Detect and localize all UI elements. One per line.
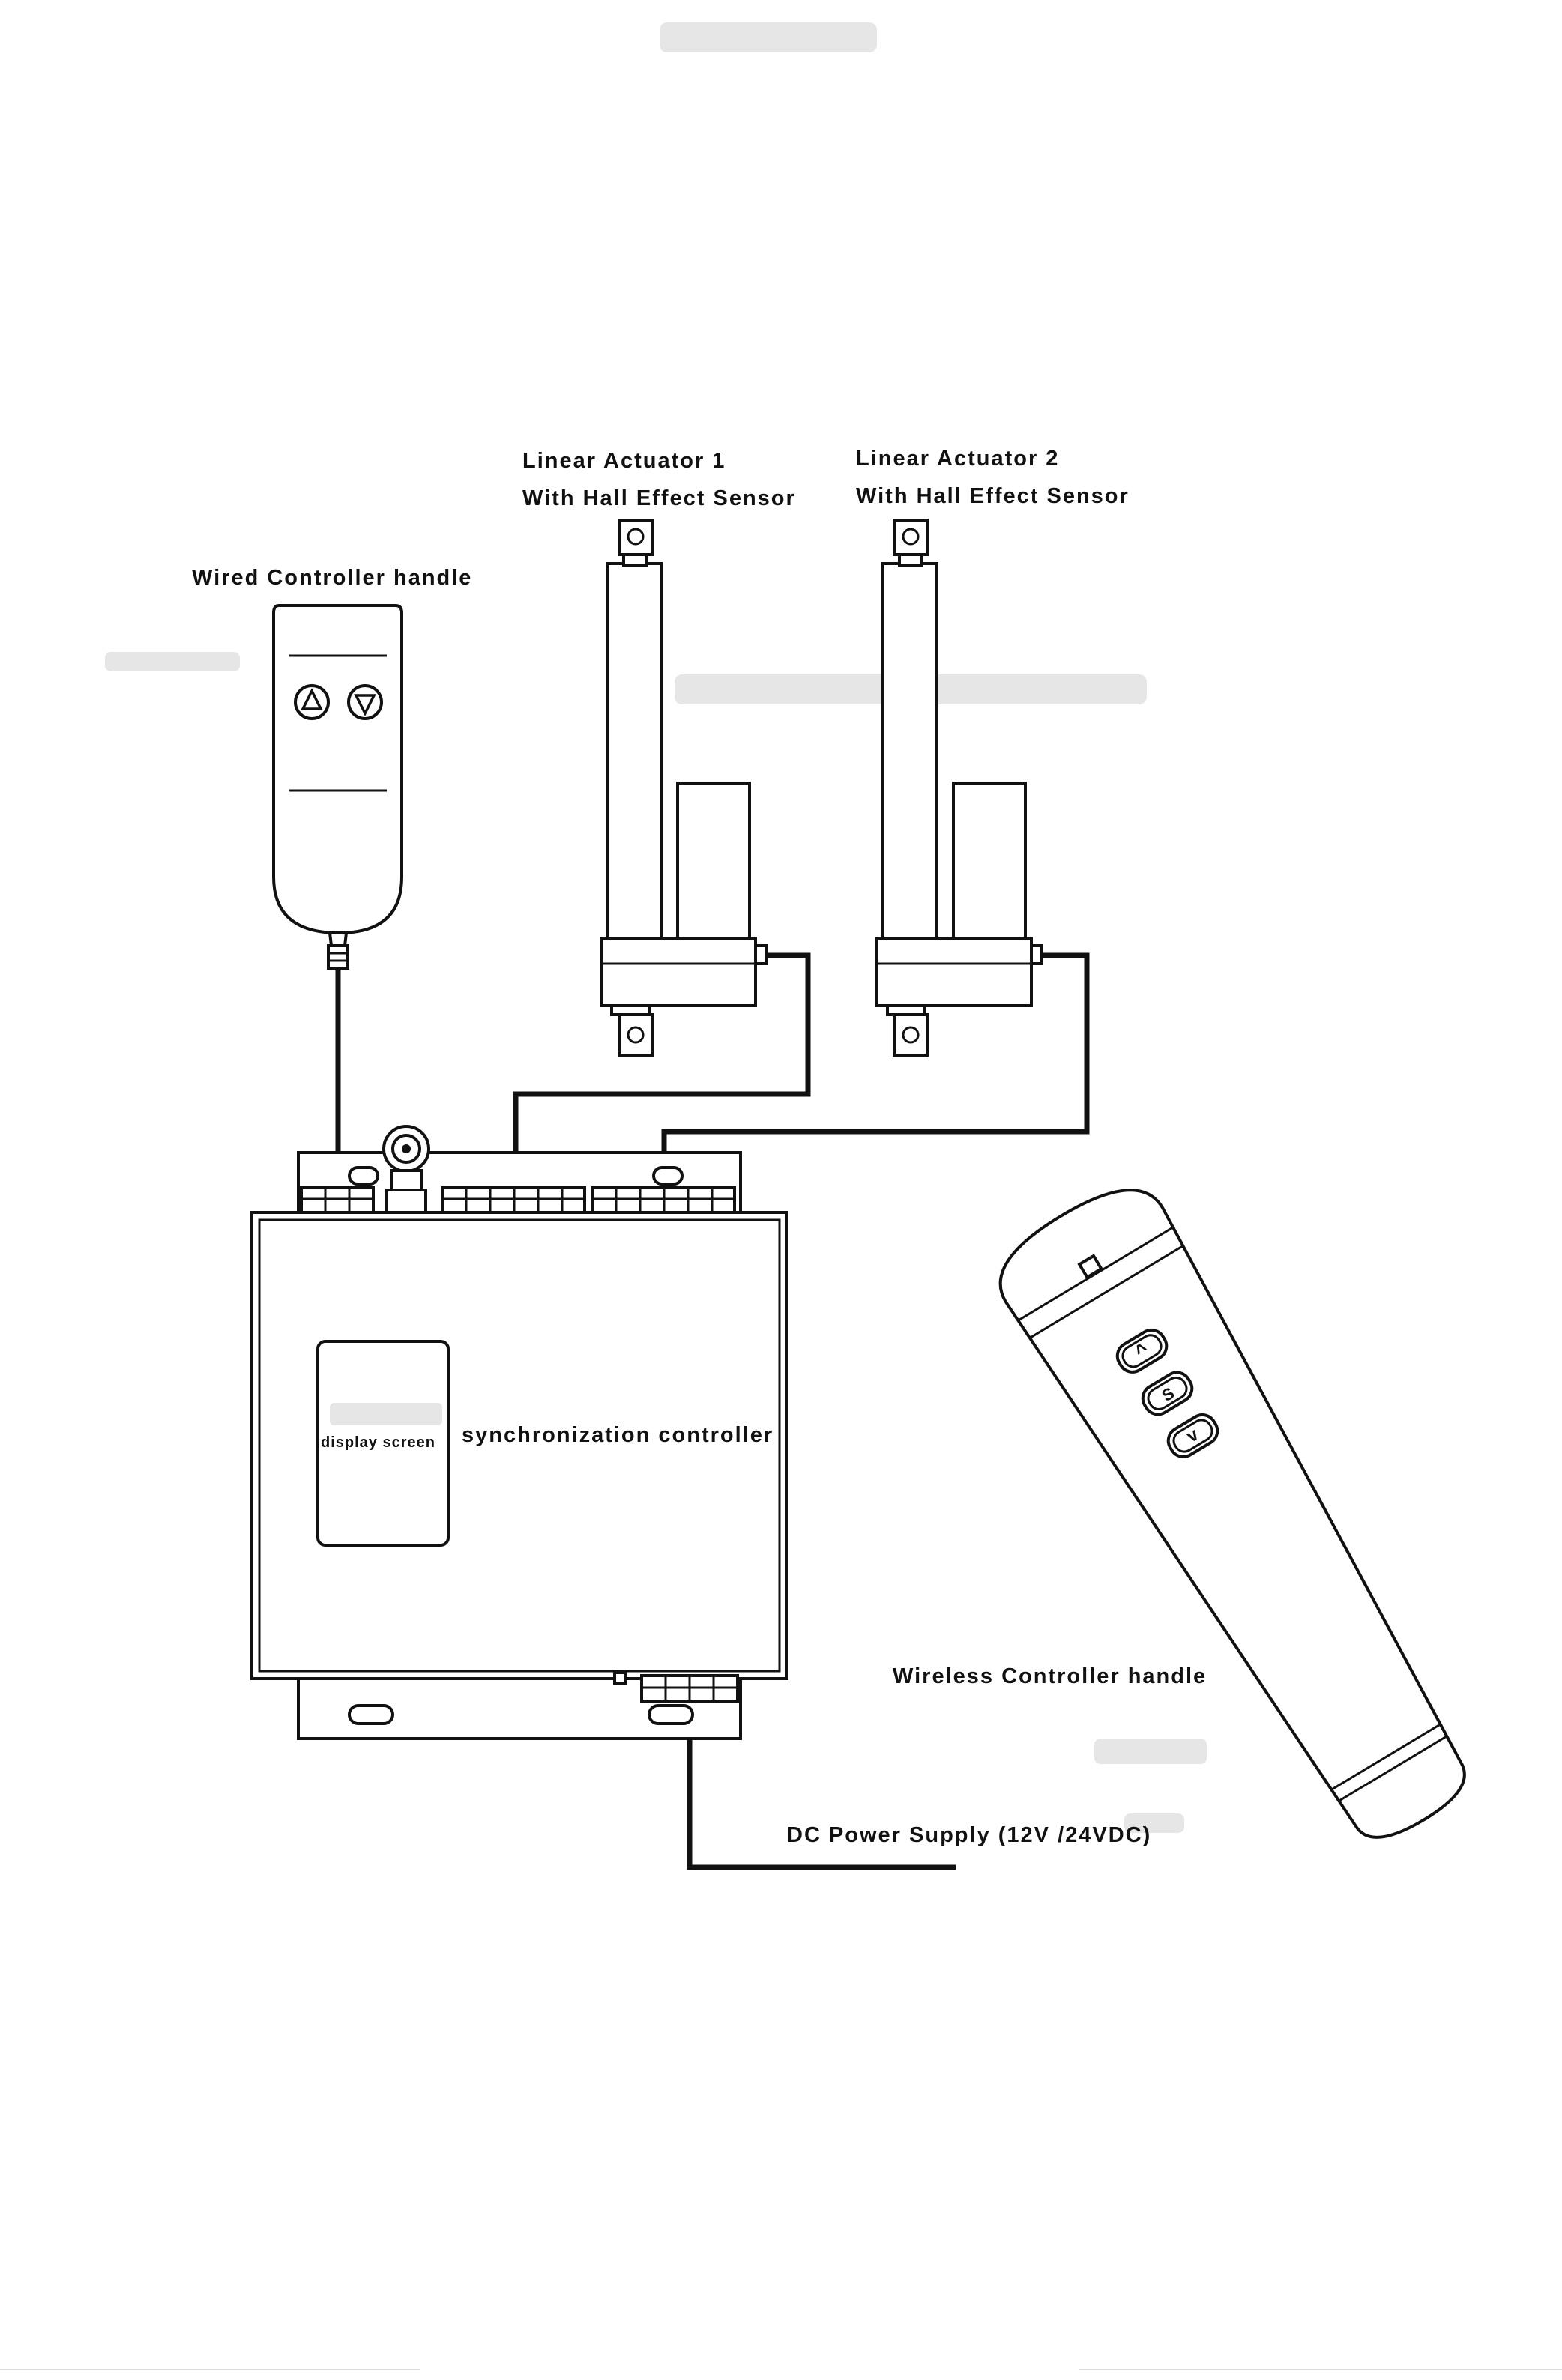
actuator1-subtitle: With Hall Effect Sensor — [522, 486, 796, 510]
remote-stop-button[interactable]: S — [1138, 1368, 1197, 1419]
down-arrow-icon — [347, 684, 383, 720]
sync-controller-label: synchronization controller — [462, 1423, 774, 1447]
up-arrow-icon — [294, 684, 330, 720]
power-cable — [687, 1686, 956, 1870]
display-screen-label: display screen — [321, 1434, 435, 1451]
wired-controller-handle — [272, 604, 403, 970]
actuator2-title: Linear Actuator 2 — [856, 447, 1059, 471]
connector-block-left — [300, 1186, 375, 1216]
power-supply-label: DC Power Supply (12V /24VDC) — [787, 1823, 1151, 1847]
indicator-led — [1077, 1254, 1104, 1280]
linear-actuator-1 — [600, 519, 768, 1057]
remote-down-button[interactable]: v — [1163, 1410, 1222, 1461]
wireless-controller-handle: ^ S v — [998, 1189, 1466, 1839]
actuator2-subtitle: With Hall Effect Sensor — [856, 484, 1130, 508]
remote-up-button[interactable]: ^ — [1112, 1325, 1172, 1377]
synchronization-controller: display screen synchronization controlle… — [250, 1125, 788, 1740]
wires — [335, 952, 1090, 1870]
antenna-connector-icon — [382, 1125, 430, 1217]
linear-actuator-2 — [875, 519, 1043, 1057]
actuator1-cable — [513, 952, 811, 1177]
actuator2-cable — [661, 952, 1090, 1177]
connector-block-bottom — [613, 1671, 739, 1703]
actuator1-title: Linear Actuator 1 — [522, 449, 726, 473]
wired-handle-label: Wired Controller handle — [192, 566, 472, 590]
connector-block-middle — [441, 1186, 586, 1216]
connector-block-right — [591, 1186, 736, 1216]
wireless-handle-label: Wireless Controller handle — [893, 1664, 1207, 1688]
display-screen — [316, 1340, 450, 1547]
